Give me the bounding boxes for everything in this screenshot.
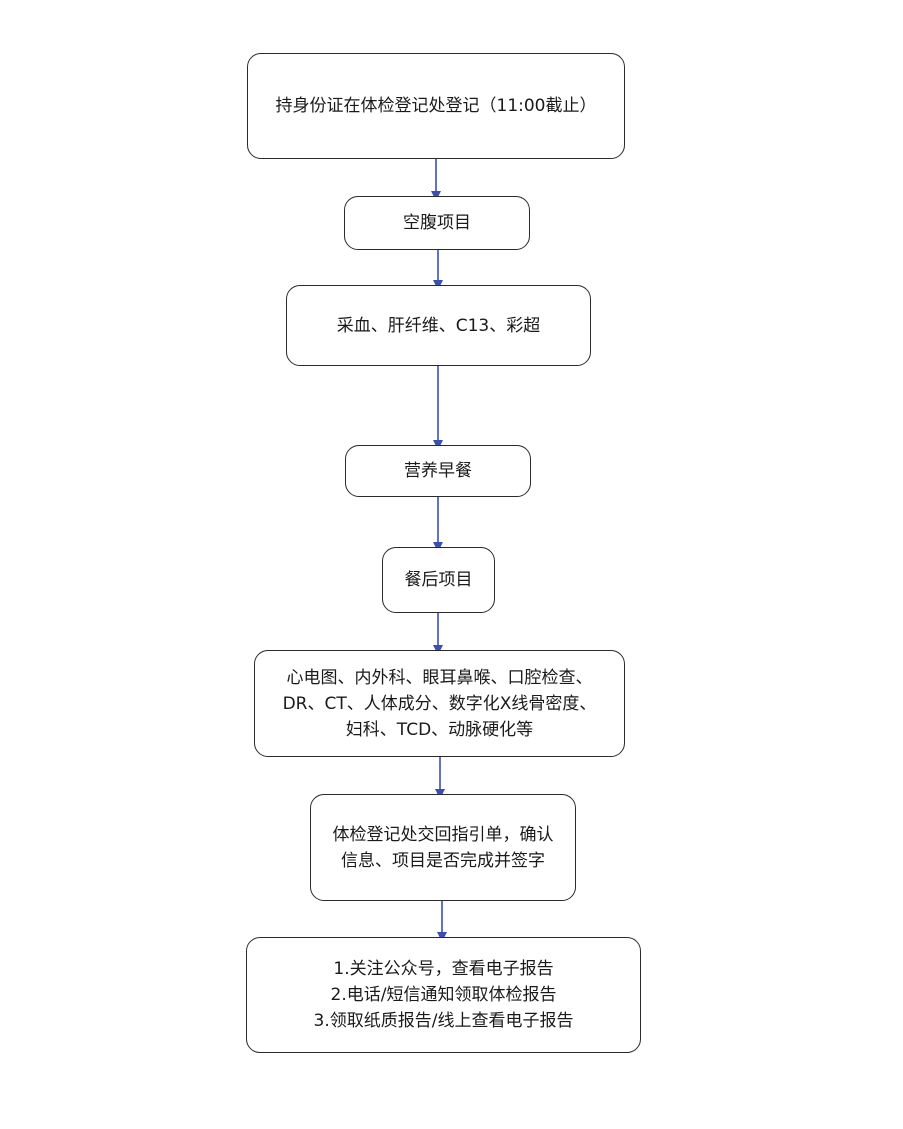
step-post-meal-items: 餐后项目 <box>382 547 495 613</box>
step-fasting-items-text: 空腹项目 <box>403 213 471 233</box>
step-breakfast: 营养早餐 <box>345 445 531 497</box>
step-get-report-line-1: 1.关注公众号，查看电子报告 <box>333 959 554 979</box>
step-post-meal-exams-line-1: 心电图、内外科、眼耳鼻喉、口腔检查、 <box>286 667 593 688</box>
step-fasting-items: 空腹项目 <box>344 196 530 250</box>
step-get-report-line-2: 2.电话/短信通知领取体检报告 <box>330 985 557 1005</box>
step-post-meal-exams: 心电图、内外科、眼耳鼻喉、口腔检查、 DR、CT、人体成分、数字化X线骨密度、 … <box>254 650 625 757</box>
step-get-report: 1.关注公众号，查看电子报告 2.电话/短信通知领取体检报告 3.领取纸质报告/… <box>246 937 641 1053</box>
step-post-meal-exams-line-3: 妇科、TCD、动脉硬化等 <box>345 719 534 740</box>
step-return-guide: 体检登记处交回指引单，确认 信息、项目是否完成并签字 <box>310 794 576 901</box>
step-return-guide-line-1: 体检登记处交回指引单，确认 <box>332 824 554 845</box>
step-registration-text: 持身份证在体检登记处登记（11:00截止） <box>275 96 597 116</box>
step-get-report-line-3: 3.领取纸质报告/线上查看电子报告 <box>313 1011 574 1031</box>
step-post-meal-items-text: 餐后项目 <box>404 570 473 590</box>
step-breakfast-text: 营养早餐 <box>404 461 472 481</box>
step-registration: 持身份证在体检登记处登记（11:00截止） <box>247 53 625 159</box>
step-post-meal-exams-line-2: DR、CT、人体成分、数字化X线骨密度、 <box>282 693 597 714</box>
step-return-guide-line-2: 信息、项目是否完成并签字 <box>341 850 545 871</box>
step-fasting-exams-text: 采血、肝纤维、C13、彩超 <box>336 315 541 336</box>
step-fasting-exams: 采血、肝纤维、C13、彩超 <box>286 285 591 366</box>
